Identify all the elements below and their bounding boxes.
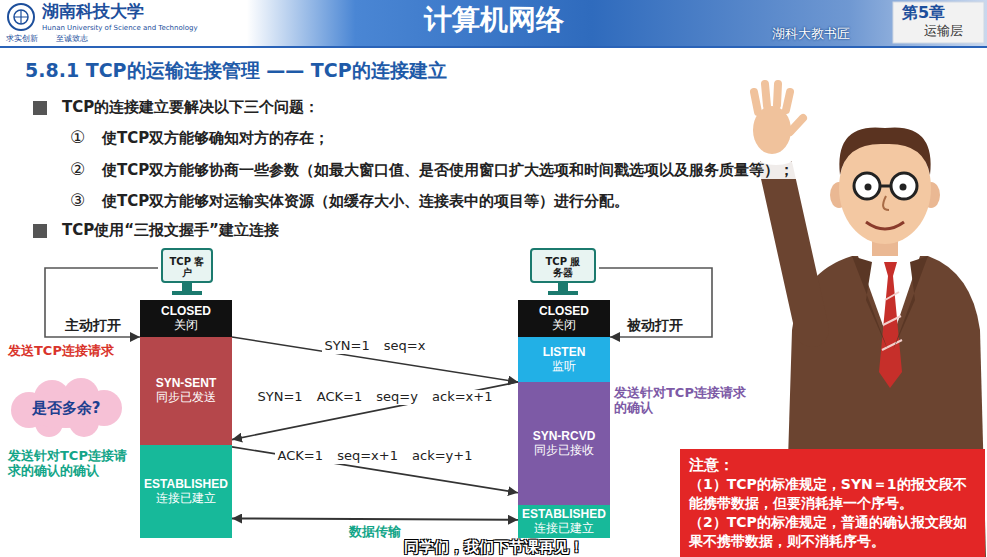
segment-arrow: [232, 447, 518, 493]
drawing-part: [880, 185, 891, 188]
state-box: CLOSED关闭: [140, 300, 232, 337]
monitor-base: [548, 291, 578, 295]
state-name: CLOSED: [161, 305, 211, 319]
state-name-chinese: 连接已建立: [534, 522, 594, 536]
chapter-name: 运输层: [924, 24, 963, 39]
host-name: TCP 客户: [167, 256, 207, 279]
monitor-screen-area: TCP 服务器: [531, 251, 595, 283]
drawing-part: [865, 184, 872, 191]
edge-label: 被动打开: [624, 317, 686, 333]
note-heading: 注意：: [689, 455, 976, 475]
state-name-chinese: 同步已发送: [156, 391, 216, 405]
state-name: CLOSED: [539, 305, 589, 319]
annotation: 发送针对TCP连接请求的确认的确认: [8, 449, 136, 479]
edge-label: 数据传输: [346, 525, 404, 540]
edge-label: SYN=1 seq=x: [322, 339, 429, 354]
drawing-part: [891, 173, 917, 199]
drawing-part: [866, 222, 904, 229]
monitor-stand: [182, 283, 192, 291]
bullet-square: [33, 101, 47, 115]
state-name: LISTEN: [543, 346, 586, 360]
drawing-part: [776, 168, 812, 330]
note-text: （1）TCP的标准规定，SYN＝1的报文段不能携带数据，但要消耗掉一个序号。: [689, 475, 976, 513]
monitor-screen: [162, 249, 212, 282]
drawing-part: [753, 106, 791, 154]
drawing-part: [852, 256, 888, 350]
monitor-stand: [558, 283, 568, 291]
state-name-chinese: 同步已接收: [534, 444, 594, 458]
callout-number: ①: [70, 128, 85, 148]
drawing-part: [882, 292, 902, 350]
university-name: 湖南科技大学: [42, 2, 144, 22]
state-box: SYN-RCVD同步已接收: [518, 382, 610, 505]
motto: 至诚致志: [56, 34, 88, 43]
drawing-part: [900, 184, 907, 191]
drawing-part: [8, 4, 34, 30]
state-name: ESTABLISHED: [522, 508, 606, 522]
cloud-core: [20, 392, 112, 428]
chapter-box: [893, 2, 984, 43]
segment-arrow: [232, 382, 518, 440]
drawing-part: [879, 262, 902, 388]
host-name: TCP 服务器: [543, 256, 583, 279]
callout-text: 是否多余?: [32, 399, 101, 418]
university-english-name: Hunan University of Science and Technolo…: [42, 24, 198, 32]
monitor-screen: [531, 249, 595, 282]
open-bracket-arrow: [599, 268, 712, 337]
edge-label: SYN=1 ACK=1 seq=y ack=x+1: [255, 390, 496, 405]
drawing-part: [883, 196, 889, 210]
computer-icon: TCP 客户: [158, 248, 216, 298]
state-name-chinese: 连接已建立: [156, 492, 216, 506]
edge-label: 主动打开: [62, 317, 124, 333]
motto: 求实创新: [6, 34, 38, 43]
note-box: 注意：（1）TCP的标准规定，SYN＝1的报文段不能携带数据，但要消耗掉一个序号…: [680, 449, 985, 557]
drawing-part: [14, 10, 28, 24]
bullet-square: [33, 224, 47, 238]
header-band: [0, 0, 987, 46]
computer-icon: TCP 服务器: [527, 248, 599, 298]
drawing-part: [893, 256, 928, 350]
chapter-number: 第5章: [902, 4, 945, 22]
monitor-base: [172, 291, 202, 295]
drawing-part: [854, 173, 880, 199]
header-rule: [0, 46, 987, 48]
annotation: 发送针对TCP连接请求的确认: [614, 386, 748, 416]
university-emblem: [8, 4, 34, 30]
state-name: SYN-RCVD: [533, 430, 596, 444]
state-name-chinese: 监听: [552, 360, 576, 374]
state-name: ESTABLISHED: [144, 478, 228, 492]
state-box: LISTEN监听: [518, 337, 610, 382]
monitor-screen-area: TCP 客户: [162, 251, 212, 283]
bullet-text: TCP的连接建立要解决以下三个问题：: [62, 99, 319, 116]
segment-arrow: [232, 337, 518, 382]
annotation: 发送TCP连接请求: [8, 344, 114, 359]
bullet-text: 使TCP双方能够对运输实体资源（如缓存大小、连接表中的项目等）进行分配。: [100, 193, 631, 210]
bullet-text: 使TCP双方能够确知对方的存在；: [100, 130, 331, 147]
state-name-chinese: 关闭: [552, 319, 576, 333]
state-box: ESTABLISHED连接已建立: [140, 445, 232, 538]
note-text: （2）TCP的标准规定，普通的确认报文段如果不携带数据，则不消耗序号。: [689, 513, 976, 551]
callout-number: ③: [70, 191, 85, 211]
drawing-part: [839, 127, 930, 175]
state-box: SYN-SENT同步已发送: [140, 337, 232, 445]
bullet-text: TCP使用“三报文握手”建立连接: [62, 222, 279, 239]
drawing-part: [14, 10, 28, 24]
state-name: SYN-SENT: [156, 377, 217, 391]
state-name-chinese: 关闭: [174, 319, 198, 333]
bullet-text: 使TCP双方能够协商一些参数（如最大窗口值、是否使用窗口扩大选项和时间戳选项以及…: [100, 162, 796, 179]
callout-number: ②: [70, 160, 85, 180]
callout-cloud: 是否多余?: [4, 378, 128, 438]
data-transfer-arrow: [232, 518, 518, 519]
state-box: ESTABLISHED连接已建立: [518, 505, 610, 538]
section-heading: 5.8.1 TCP的运输连接管理 —— TCP的连接建立: [25, 60, 447, 82]
state-box: CLOSED关闭: [518, 300, 610, 337]
watermark: 湖科大教书匠: [772, 27, 850, 42]
edge-label: ACK=1 seq=x+1 ack=y+1: [275, 449, 476, 464]
